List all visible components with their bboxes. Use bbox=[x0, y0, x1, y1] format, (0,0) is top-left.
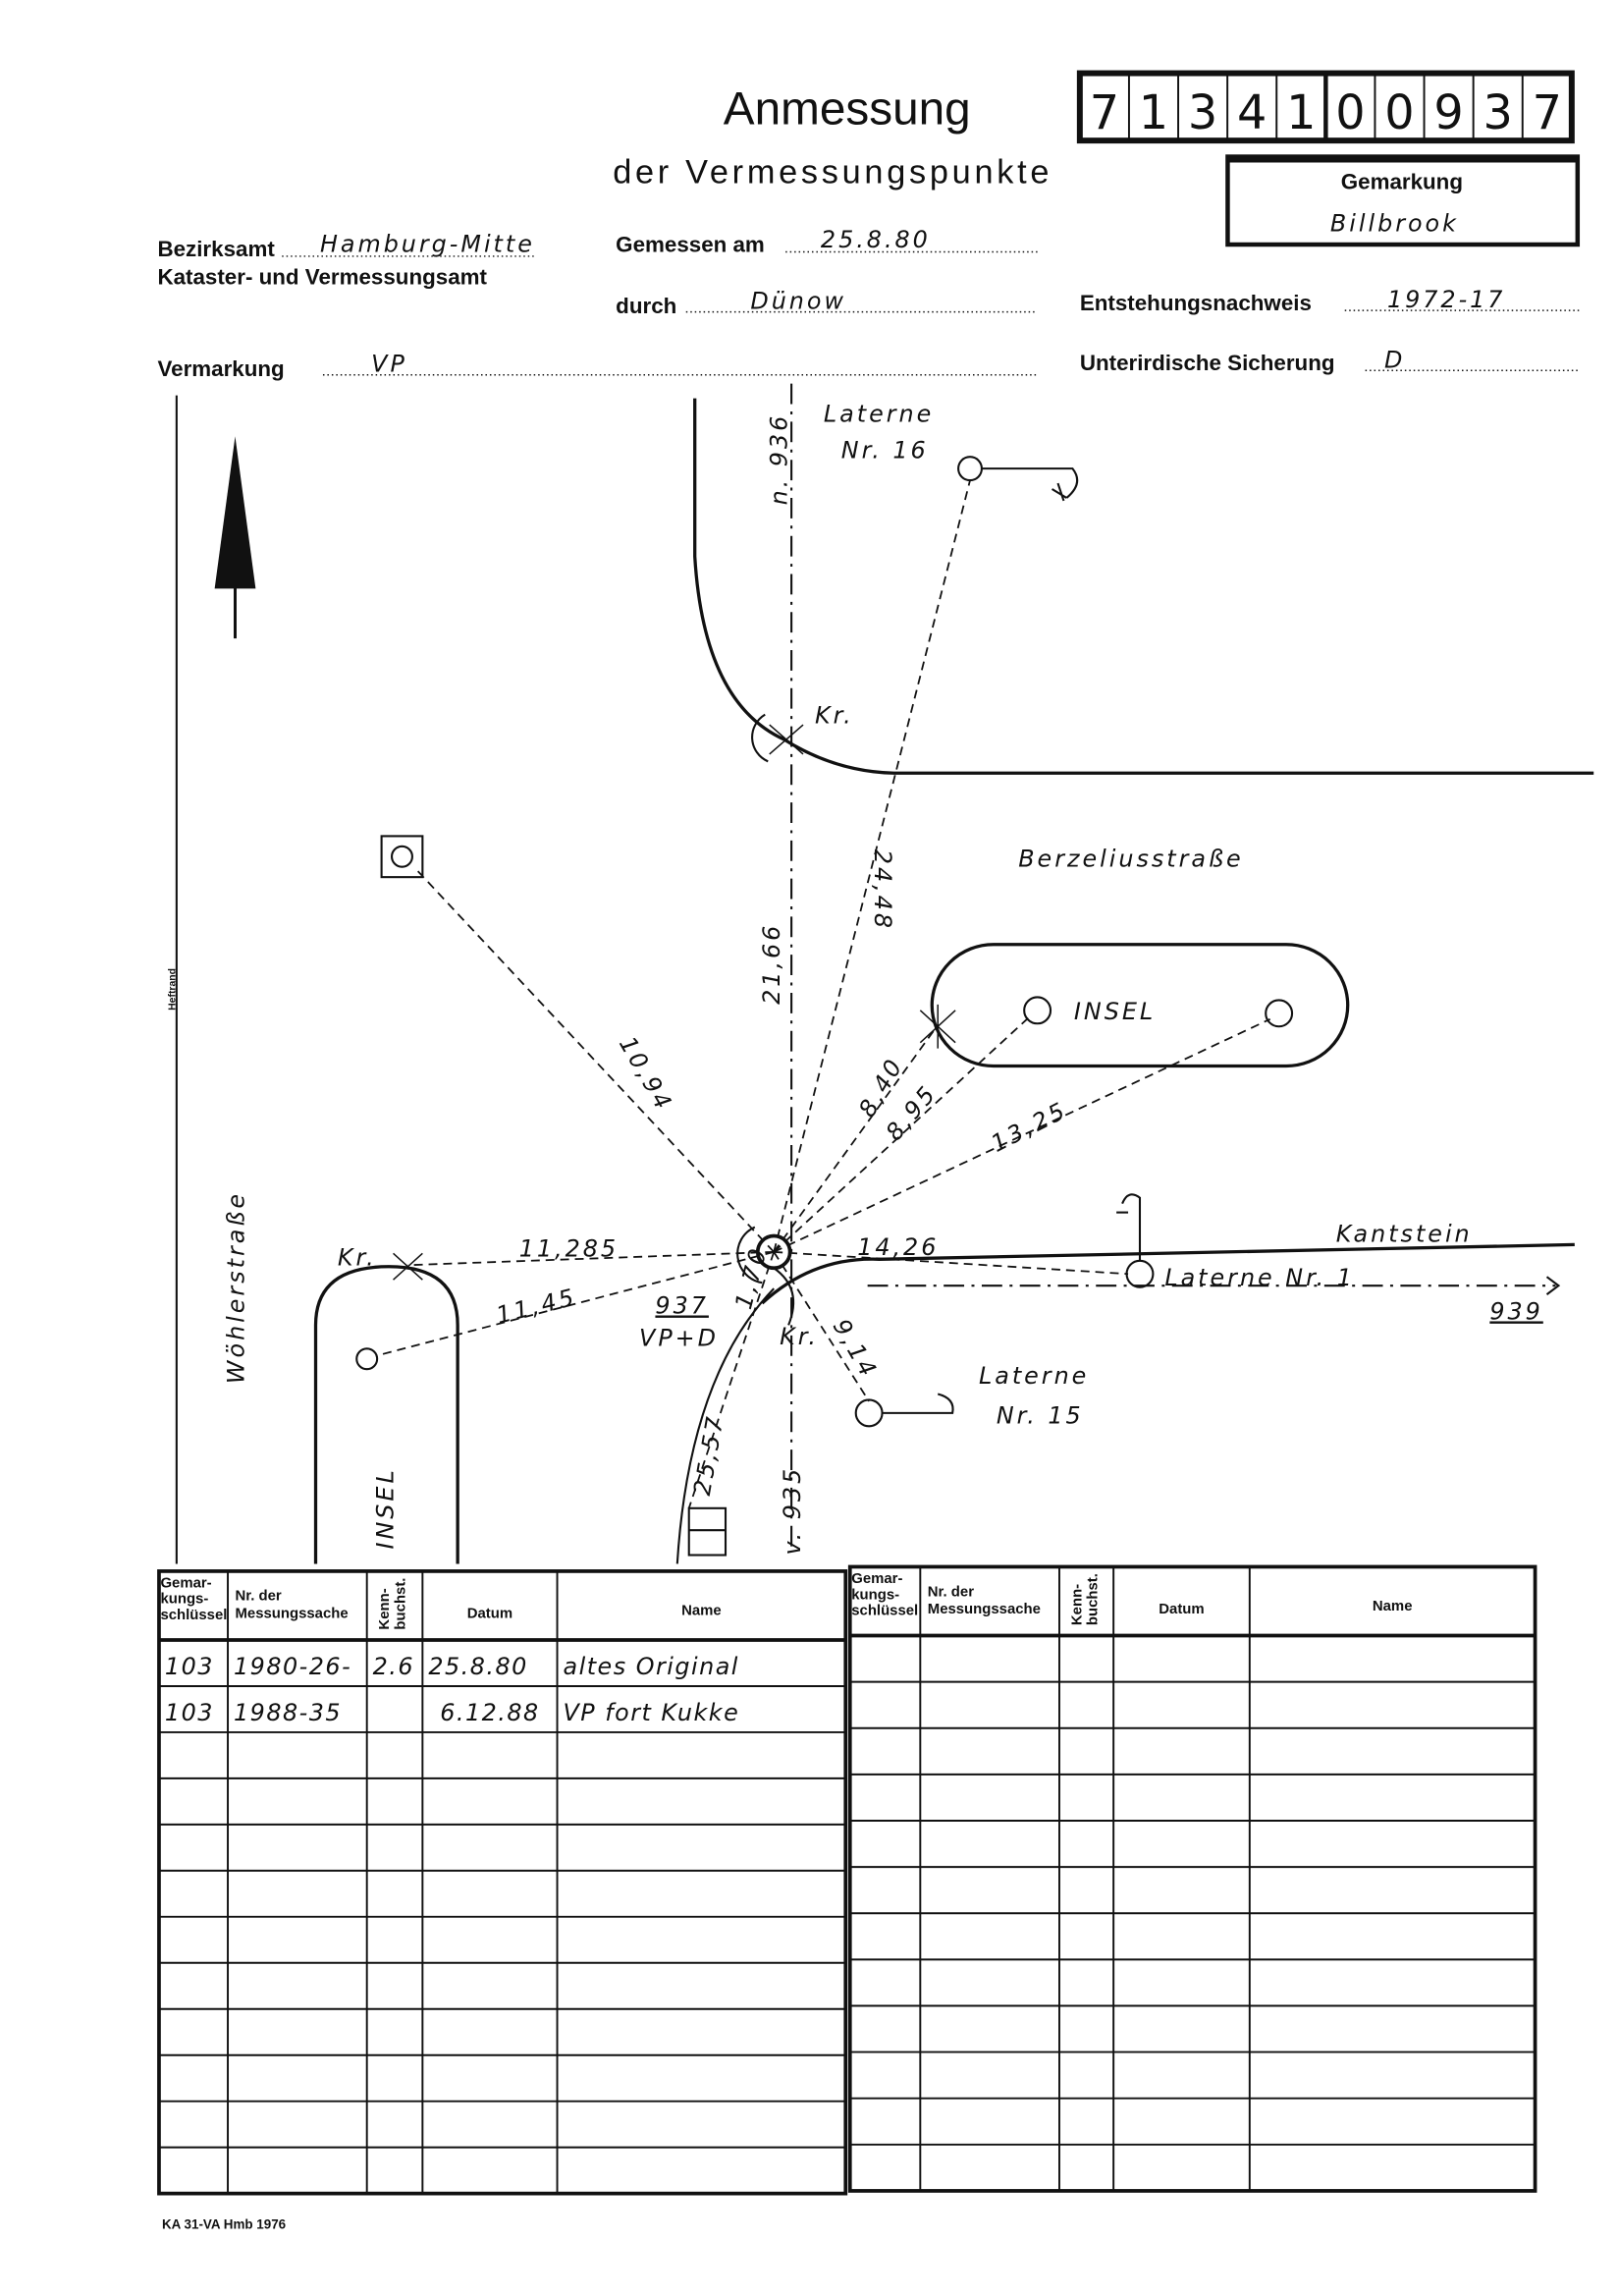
gemarkung-value: Billbrook bbox=[1330, 210, 1459, 238]
lamp-15-label-1: Laterne bbox=[979, 1362, 1089, 1390]
lamp-15-label-2: Nr. 15 bbox=[997, 1401, 1084, 1429]
point-number-digit: 0 bbox=[1335, 86, 1365, 140]
measurement-9-14: 9,14 bbox=[828, 1314, 884, 1383]
point-936-label: n. 936 bbox=[766, 413, 793, 506]
measurement-11-45: 11,45 bbox=[494, 1283, 579, 1329]
header-messungssache: Nr. der bbox=[236, 1589, 282, 1605]
point-number-digit: 0 bbox=[1384, 86, 1414, 140]
table-cell: 25.8.80 bbox=[428, 1653, 527, 1680]
sicherung-value: D bbox=[1384, 346, 1405, 373]
header-kennbuchstabe: Kenn- bbox=[377, 1588, 393, 1629]
header-messungssache: Nr. der bbox=[928, 1584, 974, 1600]
sketch: Heftrand Wöhlerstraße n. 936 v. 935 Kr. … bbox=[167, 383, 1594, 1564]
kr-left: Kr. bbox=[338, 1243, 377, 1271]
lamp-16-label-1: Laterne bbox=[824, 400, 934, 427]
measurement-21-66: 21,66 bbox=[758, 923, 785, 1005]
header-kennbuchstabe: buchst. bbox=[1086, 1573, 1102, 1625]
header-datum: Datum bbox=[1159, 1602, 1204, 1617]
island-label: INSEL bbox=[1074, 998, 1156, 1025]
measurement-14-26: 14,26 bbox=[857, 1233, 939, 1261]
point-number-digit: 7 bbox=[1533, 86, 1562, 140]
point-number-digit: 1 bbox=[1286, 86, 1316, 140]
point-935-label: v. 935 bbox=[779, 1466, 806, 1556]
header-datum: Datum bbox=[467, 1607, 512, 1622]
form-subtitle: der Vermessungspunkte bbox=[613, 153, 1052, 191]
header-gemarkungsschluessel: kungs- bbox=[160, 1592, 208, 1608]
header-gemarkungsschluessel: kungs- bbox=[851, 1587, 899, 1603]
header-messungssache: Messungssache bbox=[928, 1602, 1041, 1617]
point-number-digit: 1 bbox=[1139, 86, 1168, 140]
point-937-label: 937 bbox=[655, 1291, 708, 1319]
survey-point-937-icon bbox=[736, 1226, 795, 1326]
history-table-left: Gemar-kungs-schlüssel Nr. derMessungssach… bbox=[157, 1569, 848, 2196]
point-number-digit: 3 bbox=[1188, 86, 1217, 140]
sicherung-label: Unterirdische Sicherung bbox=[1080, 351, 1335, 375]
marker-square-icon bbox=[380, 835, 424, 879]
table-cell: 103 bbox=[165, 1653, 214, 1680]
table-cell: 103 bbox=[165, 1699, 214, 1726]
measurement-rays bbox=[375, 479, 1271, 1509]
heftrand-label: Heftrand bbox=[167, 968, 178, 1011]
header-name: Name bbox=[1373, 1599, 1413, 1614]
point-939-label: 939 bbox=[1489, 1297, 1542, 1325]
point-937-type: VP+D bbox=[639, 1324, 719, 1351]
bezirksamt-label: Bezirksamt bbox=[157, 237, 275, 261]
table-cell: 2.6 bbox=[373, 1653, 414, 1680]
vermarkung-value: VP bbox=[371, 351, 407, 378]
header-gemarkungsschluessel: schlüssel bbox=[160, 1608, 227, 1623]
kr-top: Kr. bbox=[815, 702, 854, 730]
north-arrow-icon bbox=[214, 436, 256, 639]
gemessen-label: Gemessen am bbox=[616, 232, 765, 256]
point-number-digit: 3 bbox=[1483, 86, 1513, 140]
history-table-right: Gemar-kungs-schlüssel Nr. derMessungssach… bbox=[847, 1564, 1537, 2193]
island-left bbox=[313, 1252, 459, 1564]
point-number-digit: 4 bbox=[1237, 86, 1267, 140]
header-gemarkungsschluessel: Gemar- bbox=[160, 1575, 211, 1591]
form-footer: KA 31-VA Hmb 1976 bbox=[162, 2216, 286, 2231]
header-gemarkungsschluessel: Gemar- bbox=[851, 1571, 902, 1587]
durch-value: Dünow bbox=[750, 288, 846, 315]
entstehung-value: 1972-17 bbox=[1387, 286, 1505, 313]
table-cell: 1988-35 bbox=[234, 1699, 342, 1726]
gemarkung-label: Gemarkung bbox=[1341, 169, 1463, 193]
table-cell: 1980-26- bbox=[234, 1653, 351, 1680]
lamp-15-icon bbox=[854, 1393, 954, 1428]
header-kennbuchstabe: Kenn- bbox=[1069, 1584, 1085, 1625]
vermarkung-label: Vermarkung bbox=[157, 356, 284, 381]
lamp-1-label: Laterne Nr. 1 bbox=[1164, 1264, 1355, 1291]
street-woehlerstrasse: Wöhlerstraße bbox=[222, 1191, 249, 1384]
gemessen-value: 25.8.80 bbox=[821, 226, 931, 253]
lamp-16-icon bbox=[957, 456, 1079, 502]
measurement-25-57: 25,57 bbox=[688, 1412, 729, 1498]
point-number-digit: 7 bbox=[1090, 86, 1119, 140]
kr-center: Kr. bbox=[780, 1323, 819, 1350]
durch-label: durch bbox=[616, 294, 676, 318]
building-marker-icon bbox=[687, 1506, 728, 1557]
gemarkung-box: Gemarkung Billbrook bbox=[1225, 154, 1581, 247]
street-berzeliusstrasse: Berzeliusstraße bbox=[1018, 846, 1243, 873]
entstehung-label: Entstehungsnachweis bbox=[1080, 291, 1312, 315]
header-messungssache: Messungssache bbox=[236, 1607, 349, 1622]
kataster-label: Kataster- und Vermessungsamt bbox=[157, 264, 487, 289]
point-number-digit: 9 bbox=[1433, 86, 1463, 140]
bezirksamt-value: Hamburg-Mitte bbox=[320, 230, 535, 257]
lamp-16-label-2: Nr. 16 bbox=[841, 437, 929, 465]
table-cell: altes Original bbox=[563, 1653, 738, 1680]
measurement-13-25: 13,25 bbox=[987, 1096, 1072, 1158]
lamp-1-icon bbox=[1116, 1193, 1155, 1288]
measurement-10-94: 10,94 bbox=[614, 1032, 678, 1117]
history-tables: Gemar-kungs-schlüssel Nr. derMessungssach… bbox=[157, 1564, 1537, 2196]
kantstein-label: Kantstein bbox=[1336, 1220, 1473, 1247]
measurement-24-48: 24,48 bbox=[869, 849, 896, 931]
table-cell: VP fort Kukke bbox=[563, 1699, 739, 1726]
header-name: Name bbox=[681, 1604, 722, 1619]
header-gemarkungsschluessel: schlüssel bbox=[851, 1604, 918, 1619]
measurement-11-285: 11,285 bbox=[519, 1234, 619, 1262]
form-title: Anmessung bbox=[724, 83, 971, 136]
table-cell: 6.12.88 bbox=[440, 1699, 539, 1726]
island-left-label: INSEL bbox=[372, 1467, 400, 1549]
header-kennbuchstabe: buchst. bbox=[393, 1578, 408, 1630]
